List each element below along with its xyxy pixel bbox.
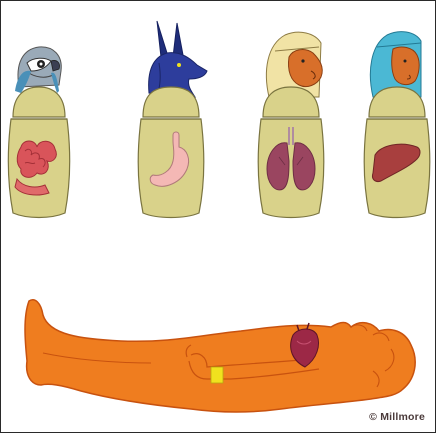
credit-label: © Millmore (369, 411, 425, 423)
wristband (211, 367, 223, 383)
mummy-body (25, 300, 415, 412)
jar-falcon (8, 47, 70, 218)
jackal-head-icon (149, 21, 207, 97)
jar-jackal (138, 21, 207, 218)
jar-human (364, 32, 430, 218)
jar-baboon (258, 32, 324, 217)
falcon-head-icon (15, 47, 61, 93)
